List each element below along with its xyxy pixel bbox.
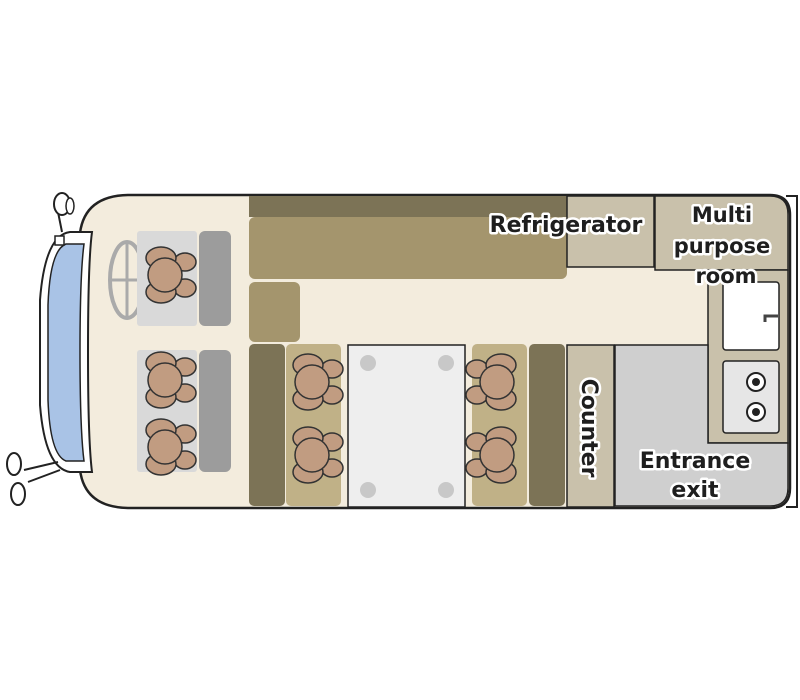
table-leg-icon [360,482,376,498]
right-bench-back [529,344,565,506]
faucet-icon [763,314,778,322]
person-icon [145,246,197,304]
multipurpose-label-line3: room [695,264,756,288]
counter-label: Counter [576,379,601,478]
person-icon [465,426,517,484]
table-leg-icon [360,355,376,371]
multipurpose-label-line1: Multi [692,203,752,227]
burner-icon [746,372,766,392]
windshield-clip [54,235,65,246]
table-leg-icon [438,355,454,371]
windshield-glass [47,243,85,462]
rear-bumper [786,195,798,508]
table-leg-icon [438,482,454,498]
refrigerator [566,195,655,268]
refrigerator-label: Refrigerator [490,213,643,238]
seated-people [145,246,517,484]
entrance-area [614,344,789,507]
person-icon [292,426,344,484]
counter [566,344,615,508]
driver-seat-back [199,231,231,326]
person-icon [292,353,344,411]
side-cushion [249,282,300,342]
person-icon [145,418,197,476]
dining-table [347,344,466,508]
sink [722,281,780,351]
entrance-label-line2: exit [671,478,719,503]
left-bench-back [249,344,285,506]
person-icon [145,351,197,409]
upper-shelf [249,196,567,217]
multipurpose-room [654,195,789,271]
stove [722,360,780,434]
mirror-top-icon [53,192,75,233]
multipurpose-label-line2: purpose [674,234,771,258]
entrance-label-line1: Entrance [640,449,751,474]
mirror-bottom-icon [6,452,61,506]
passenger-seat-back [199,350,231,472]
upper-bench [249,217,567,279]
burner-icon [746,402,766,422]
person-icon [465,353,517,411]
